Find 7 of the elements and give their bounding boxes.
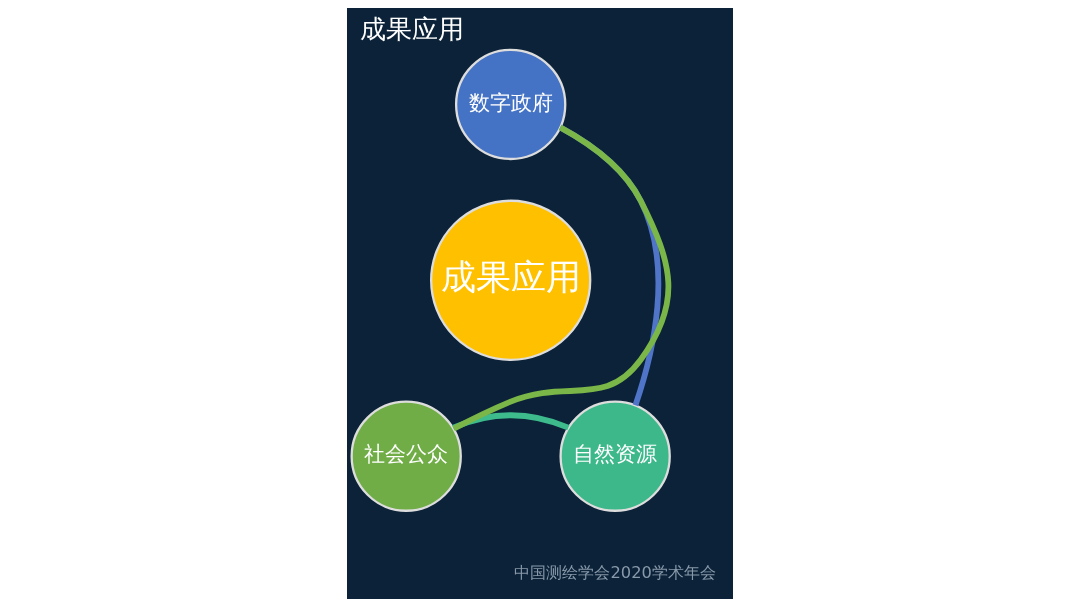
- node-circle: 数字政府: [454, 48, 567, 161]
- label: 中国测绘学会2020学术年会: [514, 562, 716, 582]
- node-circle: 成果应用: [430, 199, 592, 361]
- connector: [452, 412, 570, 431]
- node-circle: 自然资源: [559, 400, 671, 512]
- node-circle: 社会公众: [350, 400, 462, 512]
- diagram-title: 成果应用: [360, 13, 465, 44]
